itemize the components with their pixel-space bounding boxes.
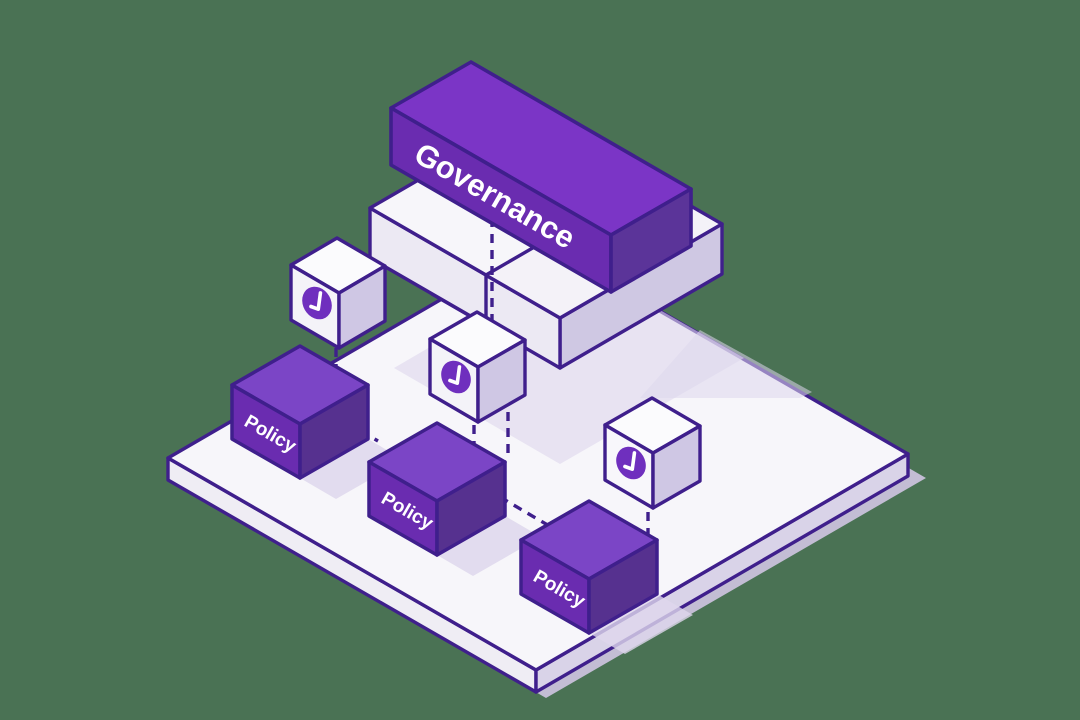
policy-cube-2[interactable]: Policy [367,421,541,576]
check-cube-3-right [651,424,702,510]
check-cube-1[interactable] [289,236,387,350]
policy-cube-1-right [298,383,370,480]
check-circle-icon [302,286,332,320]
check-cube-1-right [337,264,387,350]
connector-policy2-to-policy3 [499,495,552,529]
policy-cube-3[interactable]: Policy [519,499,693,654]
policy-cube-3-shadow [589,594,693,654]
policy-cube-2-right [435,460,507,557]
policy-cube-2-shadow [437,516,541,576]
policy-cube-1-shadow [300,439,404,499]
policy-cube-3-right [587,538,659,635]
governance-right-face [609,187,693,294]
check-cube-3[interactable] [603,396,702,510]
policy-cube-1[interactable]: Policy [230,344,404,499]
check-cube-2-right [476,338,527,424]
check-cube-2[interactable] [428,310,527,424]
check-circle-icon [616,446,646,480]
check-circle-icon [441,360,471,394]
